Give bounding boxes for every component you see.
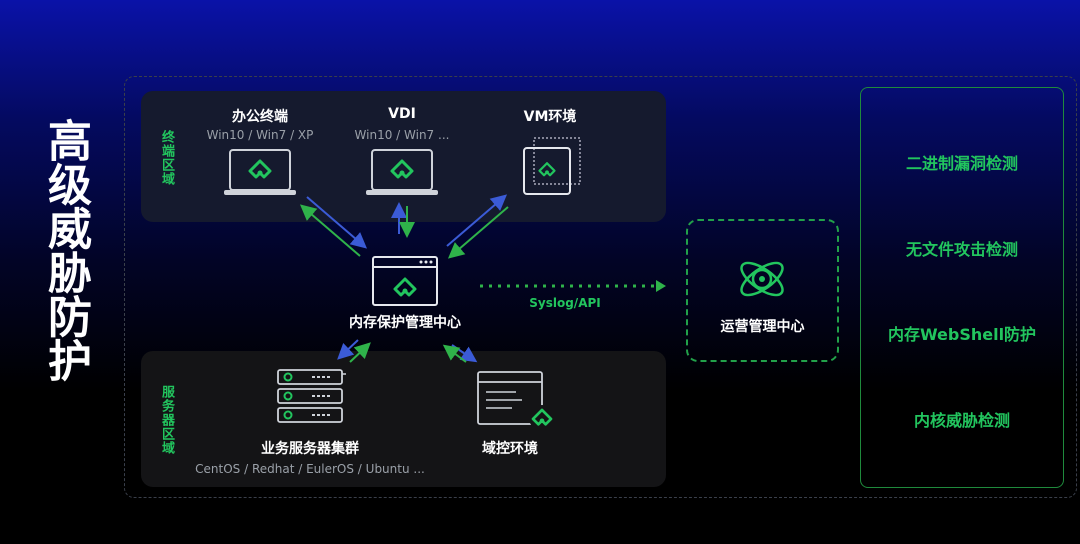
- terminal-zone-panel: [141, 91, 666, 222]
- syslog-label: Syslog/API: [529, 296, 601, 310]
- server-rack-icon: [277, 369, 346, 423]
- server-zone-label: 服务器区域: [159, 385, 174, 455]
- page-title: 高级威胁防护: [40, 118, 91, 382]
- node-domain-title: 域控环境: [482, 441, 538, 457]
- node-ops-title: 运营管理中心: [720, 319, 805, 335]
- vm-window-icon: [523, 137, 581, 195]
- architecture-frame: [124, 76, 1077, 498]
- node-server-cluster-title: 业务服务器集群: [261, 441, 359, 457]
- feature-fileless-attack: 无文件攻击检测: [905, 240, 1018, 259]
- node-vdi-title: VDI: [388, 106, 416, 122]
- terminal-zone-label: 终端区域: [159, 130, 174, 186]
- laptop-icon: [366, 149, 438, 195]
- feature-binary-vuln: 二进制漏洞检测: [905, 154, 1018, 173]
- features-box: [860, 87, 1064, 488]
- node-center-title: 内存保护管理中心: [349, 315, 461, 331]
- laptop-icon: [224, 149, 296, 195]
- feature-kernel-threat: 内核威胁检测: [913, 411, 1010, 430]
- node-office-terminal-os: Win10 / Win7 / XP: [206, 128, 314, 142]
- document-window-icon: [477, 371, 555, 431]
- node-vm-title: VM环境: [523, 109, 577, 125]
- arrow-down-flow: [299, 204, 361, 257]
- ops-center-box: [686, 219, 839, 362]
- console-window-icon: [372, 256, 438, 306]
- atom-orbit-icon: [740, 261, 784, 297]
- node-server-cluster-os: CentOS / Redhat / EulerOS / Ubuntu ...: [195, 462, 425, 476]
- node-vdi-os: Win10 / Win7 ...: [354, 128, 450, 142]
- server-zone-panel: [141, 351, 666, 487]
- node-office-terminal-title: 办公终端: [232, 109, 288, 125]
- arrow-up-flow: [306, 196, 368, 249]
- feature-memory-webshell: 内存WebShell防护: [887, 325, 1037, 344]
